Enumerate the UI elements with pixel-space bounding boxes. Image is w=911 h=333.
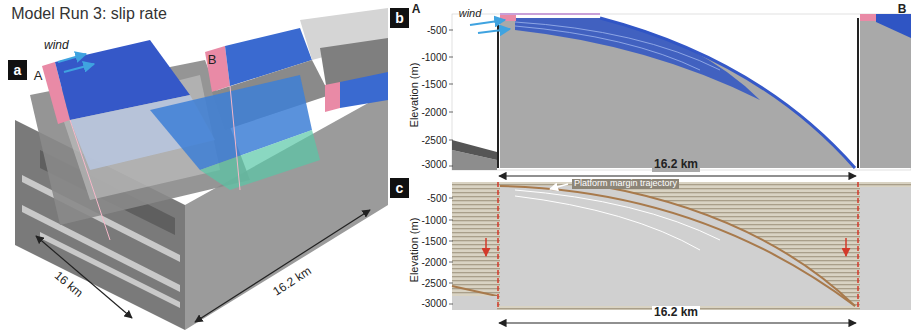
axis-tick: -2000 — [421, 257, 447, 268]
axis-tick: -2500 — [421, 135, 447, 146]
axis-tick: -3000 — [421, 298, 447, 309]
cross-section-model — [449, 13, 911, 176]
section-end-label: B — [208, 53, 217, 67]
figure-title: Model Run 3: slip rate — [4, 4, 174, 25]
block-diagram — [15, 8, 388, 330]
axis-tick: -500 — [427, 193, 447, 204]
axis-tick: -1000 — [421, 215, 447, 226]
wind-label: wind — [459, 7, 482, 19]
axis-tick: -2500 — [421, 278, 447, 289]
axis-title: Elevation (m) — [408, 218, 420, 283]
panel-letter: c — [396, 181, 404, 195]
panel-letter: a — [14, 63, 22, 77]
axis-tick: -2000 — [421, 107, 447, 118]
axis-tick: -1500 — [421, 79, 447, 90]
axis-tick: -3000 — [421, 159, 447, 170]
section-end-label: A — [412, 3, 421, 16]
panel-letter-box: a — [8, 60, 27, 80]
annotation: Platform margin trajectory — [572, 179, 679, 189]
dimension-label: 16.2 km — [652, 306, 700, 319]
axis-tick: -1500 — [421, 236, 447, 247]
panel-letter-box: c — [390, 178, 409, 198]
dimension-label: 16.2 km — [652, 158, 700, 171]
section-end-label: A — [34, 69, 43, 83]
panel-letter: b — [395, 11, 404, 25]
section-end-label: B — [898, 3, 907, 16]
axis-tick: -500 — [427, 25, 447, 36]
panel-letter-box: b — [390, 8, 409, 28]
synthetic-seismic — [449, 182, 911, 323]
axis-tick: -1000 — [421, 52, 447, 63]
axis-title: Elevation (m) — [408, 63, 420, 128]
wind-label: wind — [44, 39, 69, 52]
